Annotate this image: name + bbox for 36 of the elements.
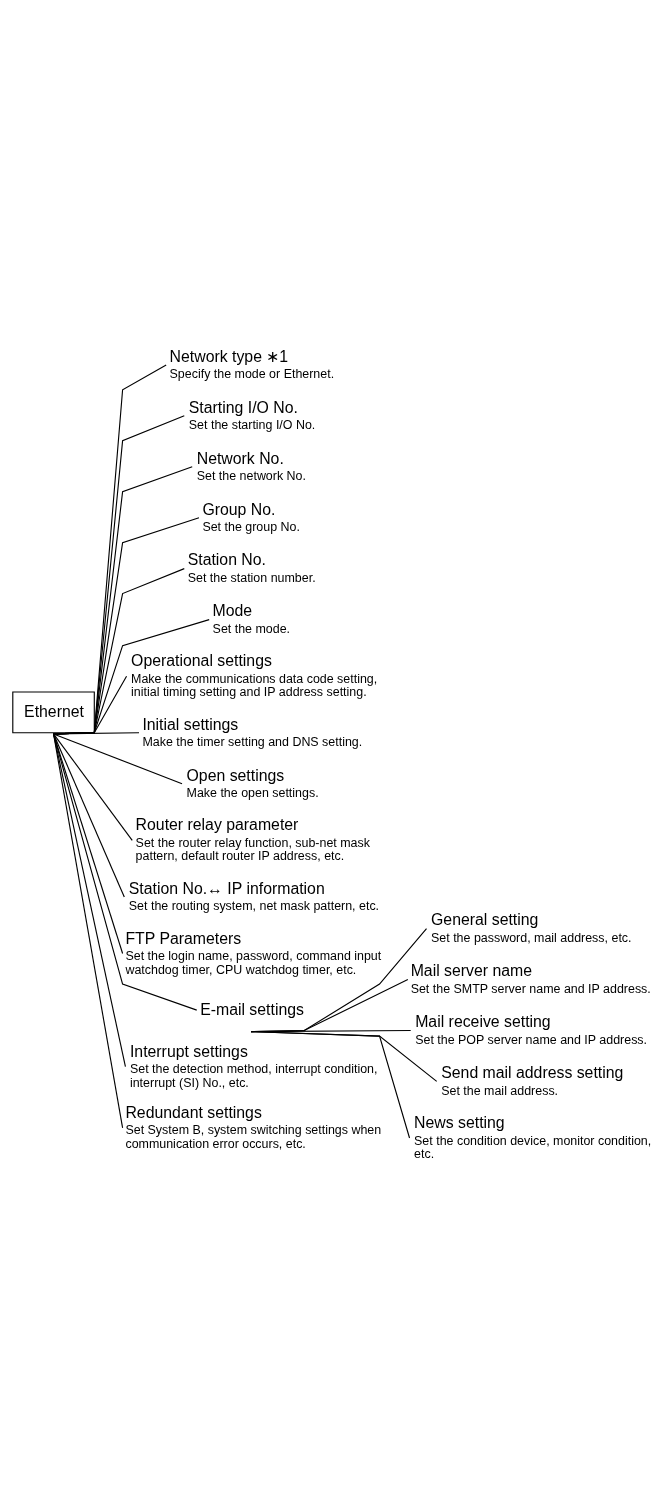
connector: [53, 517, 200, 735]
node-text: Mail receive setting Set the POP server name and IP address.: [415, 1013, 648, 1047]
connector: [53, 364, 167, 735]
node-text: Station No. Set the station number.: [187, 551, 316, 585]
node-text: Mail server name Set the SMTP server name and IP address.: [410, 962, 651, 996]
node-text: Network type ∗1 Specify the mode or Ethernet.: [169, 347, 335, 382]
connector: [53, 733, 198, 1011]
node-box: Ethernet: [12, 691, 95, 734]
node-text: Interrupt settings Set the detection method, interrupt condition, interrupt (SI) No., etc.: [129, 1042, 378, 1090]
connector: [53, 415, 185, 735]
connector: [53, 733, 133, 841]
node-text: Router relay parameter Set the router relay function, sub-net mask pattern, default router IP address, etc.: [135, 816, 370, 864]
connector: [53, 733, 183, 785]
connector: [53, 619, 210, 735]
node-text: FTP Parameters Set the login name, password, command input watchdog timer, CPU watchdog timer, etc.: [125, 929, 382, 977]
node-text: E-mail settings: [200, 1000, 304, 1018]
connector: [53, 733, 124, 1129]
node-text: Group No. Set the group No.: [202, 500, 300, 535]
connector: [53, 568, 185, 735]
connector: [53, 733, 126, 1068]
node-text: Initial settings Make the timer setting and DNS setting.: [142, 715, 363, 750]
connector: [53, 732, 140, 735]
node-text: Send mail address setting Set the mail address.: [441, 1064, 624, 1098]
node-text: Starting I/O No. Set the starting I/O No.: [188, 398, 316, 433]
node-text: Mode Set the mode.: [212, 602, 291, 636]
node-text: Network No. Set the network No.: [196, 449, 306, 484]
node-text: General setting Set the password, mail address, etc.: [431, 911, 632, 945]
node-text: Open settings Make the open settings.: [186, 766, 319, 801]
node-text: Operational settings Make the communications data code setting, initial timing setting and IP address setting.: [131, 652, 378, 700]
connector: [53, 733, 125, 898]
connector: [53, 733, 124, 955]
node-text: News setting Set the condition device, monitor condition, etc.: [414, 1114, 652, 1162]
connector: [53, 466, 193, 735]
node-text: Station No.↔ IP information Set the routing system, net mask pattern, etc.: [128, 879, 380, 914]
connector: [250, 1031, 411, 1139]
node-text: Redundant settings Set System B, system switching settings when communication error occurs, etc.: [125, 1103, 382, 1151]
